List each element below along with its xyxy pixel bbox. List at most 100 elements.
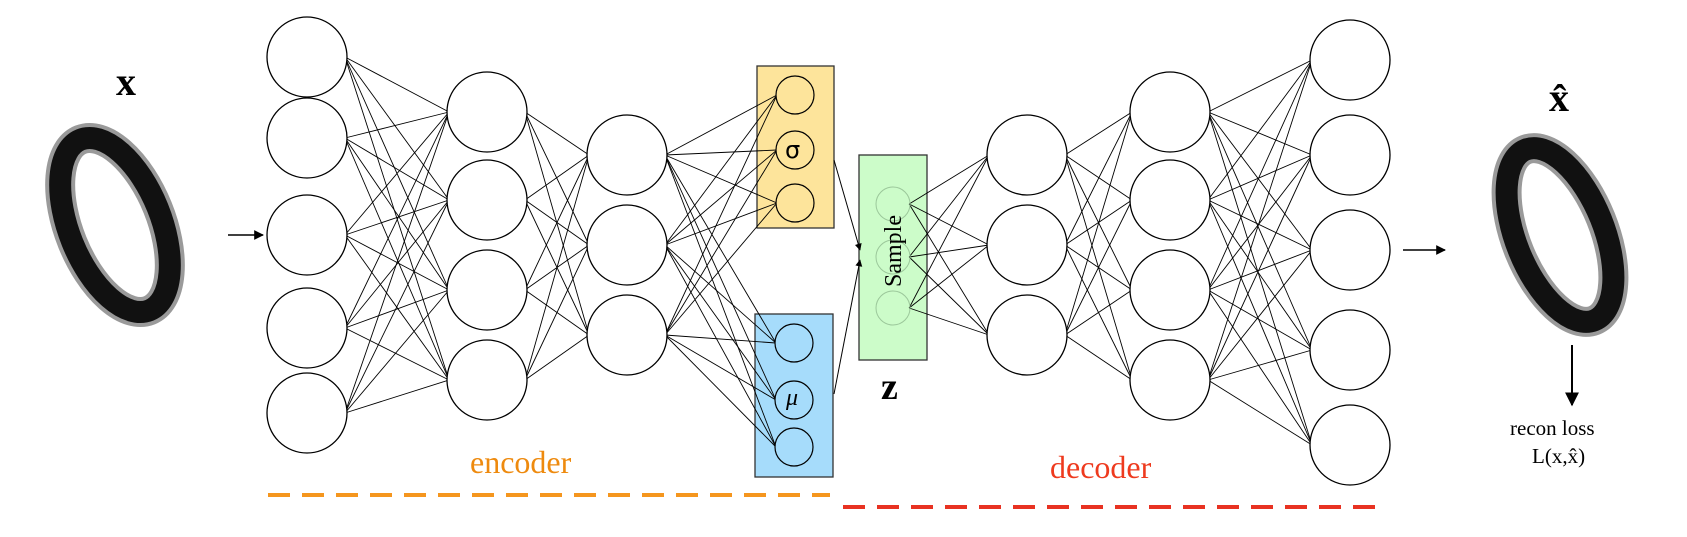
input-to-h1-edge [344, 111, 450, 139]
d1-to-d2-edge [1064, 111, 1133, 336]
d2-to-output-edge [1207, 111, 1313, 351]
d2-to-output-edge [1207, 59, 1313, 113]
decoder-hidden-2-node [1129, 71, 1211, 153]
output-xhat-label: x̂ [1549, 75, 1569, 120]
d1-to-d2-edge [1064, 111, 1133, 246]
input-to-h1-edge [344, 56, 450, 201]
output-node [1309, 114, 1391, 196]
sample-to-d1-edge [908, 203, 990, 336]
sigma-label: σ [785, 136, 801, 164]
h2-to-mu-edge [664, 244, 777, 448]
h1-to-h2-edge [524, 154, 590, 291]
encoder-hidden-2-node [586, 204, 668, 286]
mu-node [774, 380, 814, 420]
mu-node [774, 427, 814, 467]
output-node [1309, 209, 1391, 291]
output-node [1309, 404, 1391, 486]
sample-node [875, 186, 911, 222]
input-to-h1-edge [344, 327, 450, 381]
h1-to-h2-edge [524, 154, 590, 381]
h2-to-mu-edge [664, 334, 777, 401]
sample-node [875, 239, 911, 275]
decoder-hidden-2-node [1129, 339, 1211, 421]
h2-to-mu-edge [664, 244, 777, 401]
d2-to-output-edge [1207, 154, 1313, 291]
d2-to-output-edge [1207, 379, 1313, 446]
recon-loss-label: recon loss [1510, 416, 1595, 440]
sample-to-d1-edge [908, 203, 990, 246]
d1-to-d2-edge [1064, 289, 1133, 336]
encoder-hidden-2-node [586, 114, 668, 196]
connections [344, 56, 1313, 448]
h2-to-sigma-edge [664, 94, 778, 246]
h2-to-sigma-edge [664, 154, 778, 204]
d2-to-output-edge [1207, 349, 1313, 381]
input-node [266, 194, 348, 276]
sample-to-d1-edge [909, 244, 990, 258]
input-to-h1-edge [344, 199, 450, 236]
sample-to-d1-edge [908, 256, 990, 336]
output-digit-image [1491, 133, 1629, 337]
mu-label: μ [786, 385, 799, 411]
h1-to-h2-edge [524, 111, 590, 156]
input-x-label: x [116, 59, 136, 104]
h2-to-sigma-edge [664, 94, 778, 156]
h2-to-sigma-edge [664, 149, 777, 156]
d2-to-output-edge [1207, 289, 1313, 446]
h2-to-mu-edge [664, 334, 777, 448]
decoder-hidden-2-node [1129, 159, 1211, 241]
h2-to-mu-edge [664, 334, 776, 344]
encoder-label: encoder [470, 444, 572, 480]
h1-to-h2-edge [524, 154, 590, 201]
input-to-h1-edge [344, 137, 450, 381]
input-to-h1-edge [344, 56, 450, 113]
input-node [266, 287, 348, 369]
input-node [266, 16, 348, 98]
d2-to-output-edge [1207, 154, 1313, 381]
d2-to-output-edge [1207, 249, 1313, 291]
input-to-h1-edge [344, 199, 450, 414]
mu-node [774, 323, 814, 363]
sample-to-d1-edge [908, 154, 990, 205]
d2-to-output-edge [1207, 289, 1313, 351]
input-to-h1-edge [344, 289, 450, 414]
d2-to-output-edge [1207, 111, 1313, 156]
d2-to-output-edge [1207, 111, 1313, 446]
d2-to-output-edge [1207, 154, 1313, 201]
h1-to-h2-edge [524, 244, 590, 381]
h2-to-mu-edge [664, 154, 777, 448]
latent-z-label: z [881, 366, 898, 408]
sigma-node [775, 183, 815, 223]
d2-to-output-edge [1207, 59, 1313, 381]
decoder-label: decoder [1050, 449, 1152, 485]
input-to-h1-edge [344, 56, 450, 381]
decoder-hidden-1-node [986, 294, 1068, 376]
nodes [266, 16, 1391, 486]
input-to-h1-edge [344, 137, 450, 201]
input-to-h1-edge [344, 137, 450, 291]
d1-to-d2-edge [1064, 111, 1133, 156]
h2-to-sigma-edge [664, 149, 778, 336]
sample-to-d1-edge [908, 154, 990, 309]
sample-label: Sample [881, 215, 907, 287]
d1-to-d2-edge [1064, 199, 1133, 336]
encoder-hidden-1-node [446, 249, 528, 331]
input-to-h1-edge [344, 199, 450, 329]
sample-box [858, 154, 928, 361]
sample-to-d1-edge [909, 307, 990, 336]
recon-loss-formula: L(x,x̂) [1532, 444, 1586, 468]
d2-to-output-edge [1207, 199, 1313, 351]
h1-to-h2-edge [524, 334, 590, 381]
encoder-hidden-1-node [446, 339, 528, 421]
input-to-h1-edge [344, 111, 450, 414]
d2-to-output-edge [1207, 59, 1313, 291]
d1-to-d2-edge [1064, 334, 1133, 381]
d2-to-output-edge [1207, 249, 1313, 381]
sigma-to-sample-arrow [833, 159, 862, 251]
encoder-hidden-2-node [586, 294, 668, 376]
encoder-hidden-1-node [446, 71, 528, 153]
sigma-node [775, 130, 815, 170]
decoder-hidden-1-node [986, 114, 1068, 196]
h2-to-sigma-edge [664, 202, 778, 336]
h2-to-mu-edge [664, 154, 777, 401]
